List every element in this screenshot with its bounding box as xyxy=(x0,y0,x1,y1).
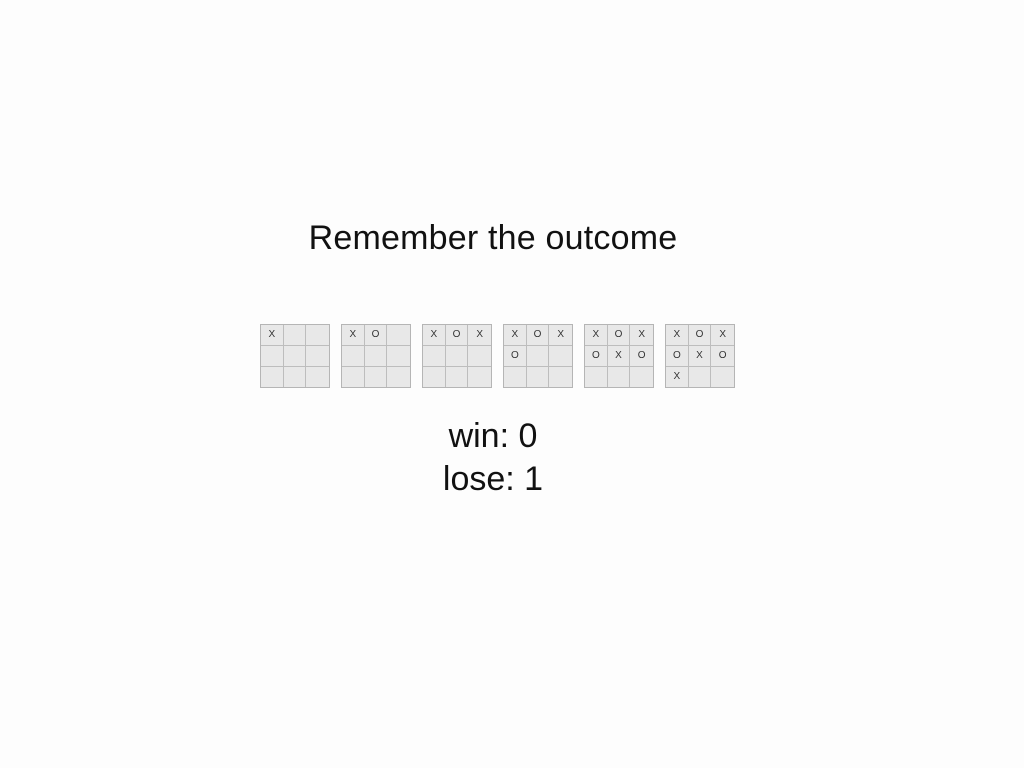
board-cell xyxy=(342,366,365,387)
board-cell: O xyxy=(364,325,388,346)
board-cell xyxy=(387,325,410,346)
board-cell xyxy=(527,367,550,387)
board-cell xyxy=(387,367,410,388)
board-cell xyxy=(526,346,550,367)
board-cell xyxy=(468,367,491,388)
board-cell xyxy=(261,366,284,387)
board-cell: O xyxy=(630,346,653,367)
board-cell: O xyxy=(585,346,608,367)
board-cell xyxy=(549,346,572,367)
board-cell: X xyxy=(342,325,365,346)
board-cell: X xyxy=(468,325,491,346)
board-cell xyxy=(365,366,388,387)
board-cell xyxy=(608,367,631,387)
board-cell xyxy=(342,346,365,367)
board-cell xyxy=(423,346,446,367)
board-cell: X xyxy=(585,325,608,346)
board-cell xyxy=(423,366,446,387)
board-cell xyxy=(364,346,388,367)
board-cell: O xyxy=(504,346,527,367)
board-cell xyxy=(446,366,469,387)
board-cell: O xyxy=(526,325,550,346)
board-cell xyxy=(284,366,307,387)
board-cell xyxy=(306,346,329,367)
board-cell xyxy=(306,325,329,346)
board-cell xyxy=(689,367,712,387)
board-cell: X xyxy=(607,346,631,367)
board-cell xyxy=(585,367,608,387)
board-cell: O xyxy=(445,325,469,346)
board-cell xyxy=(630,367,653,387)
board-cell xyxy=(549,367,572,387)
board-cell: X xyxy=(423,325,446,346)
board-cell: X xyxy=(261,325,284,346)
board-cell: X xyxy=(688,346,712,367)
board-cell xyxy=(504,367,527,387)
win-count: win: 0 xyxy=(448,417,538,455)
board-cell: X xyxy=(666,325,689,346)
board-cell: X xyxy=(504,325,527,346)
board-cell: O xyxy=(666,346,689,367)
board-cell: X xyxy=(630,325,653,346)
board-cell: X xyxy=(549,325,572,346)
board-cell: X xyxy=(666,367,689,387)
board-cell: O xyxy=(688,325,712,346)
board-cell xyxy=(261,346,284,367)
board-cell xyxy=(283,325,307,346)
board-cell xyxy=(283,346,307,367)
board-cell: O xyxy=(607,325,631,346)
board-cell xyxy=(468,346,491,367)
board-cell xyxy=(445,346,469,367)
page-title: Remember the outcome xyxy=(308,219,678,257)
tic-tac-toe-board: X xyxy=(260,324,330,388)
board-cell xyxy=(711,367,734,387)
lose-count: lose: 1 xyxy=(442,460,544,498)
board-cell xyxy=(306,367,329,388)
board-cell xyxy=(387,346,410,367)
board-cell: X xyxy=(711,325,734,346)
board-cell: O xyxy=(711,346,734,367)
